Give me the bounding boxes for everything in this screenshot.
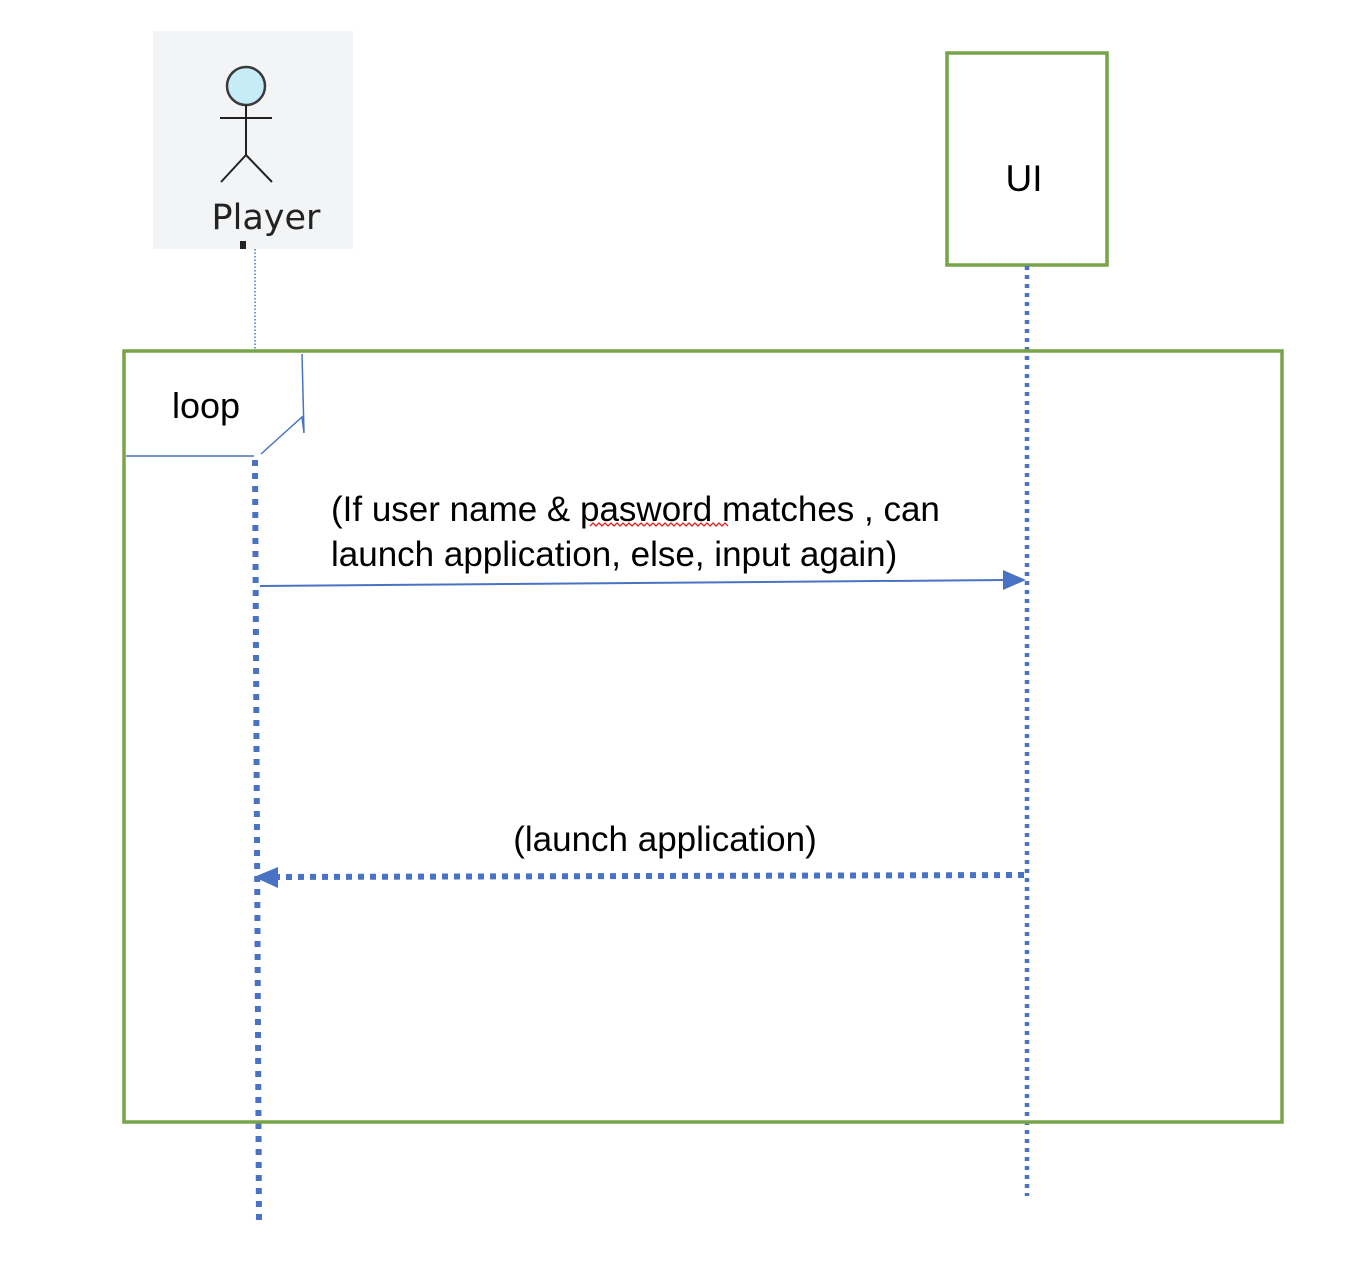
message-request-arrow: [259, 579, 1007, 587]
loop-frame: [122, 349, 1284, 1124]
loop-operator-label: loop: [172, 385, 240, 426]
ui-participant: UI: [945, 51, 1109, 267]
message-request-text-start: (If user name &: [331, 490, 580, 529]
message-request-arrowhead: [1003, 570, 1026, 590]
message-request-text-line1: (If user name & pasword matches , can: [331, 490, 940, 529]
message-response-text: (launch application): [513, 820, 817, 859]
actor-label-descender: [240, 241, 246, 249]
message-request-text-line2: launch application, else, input again): [331, 535, 897, 574]
message-response-arrow: [277, 872, 1025, 880]
misspelled-word: pasword: [580, 490, 712, 529]
ui-label: UI: [1006, 158, 1043, 199]
loop-operator-tab: [126, 353, 305, 457]
player-participant: Player: [153, 31, 353, 249]
spellcheck-underline: [589, 522, 729, 527]
actor-label: Player: [212, 198, 322, 238]
ui-box: [945, 51, 1109, 267]
message-response-arrowhead: [254, 867, 278, 888]
player-lifeline: [252, 459, 262, 1223]
stick-figure-icon: [220, 65, 273, 183]
message-request-text-end: matches , can: [712, 490, 940, 529]
message-response: (launch application): [254, 820, 1025, 888]
loop-fragment: loop: [122, 349, 1284, 1124]
message-request: (If user name & pasword matches , can la…: [259, 490, 1026, 590]
